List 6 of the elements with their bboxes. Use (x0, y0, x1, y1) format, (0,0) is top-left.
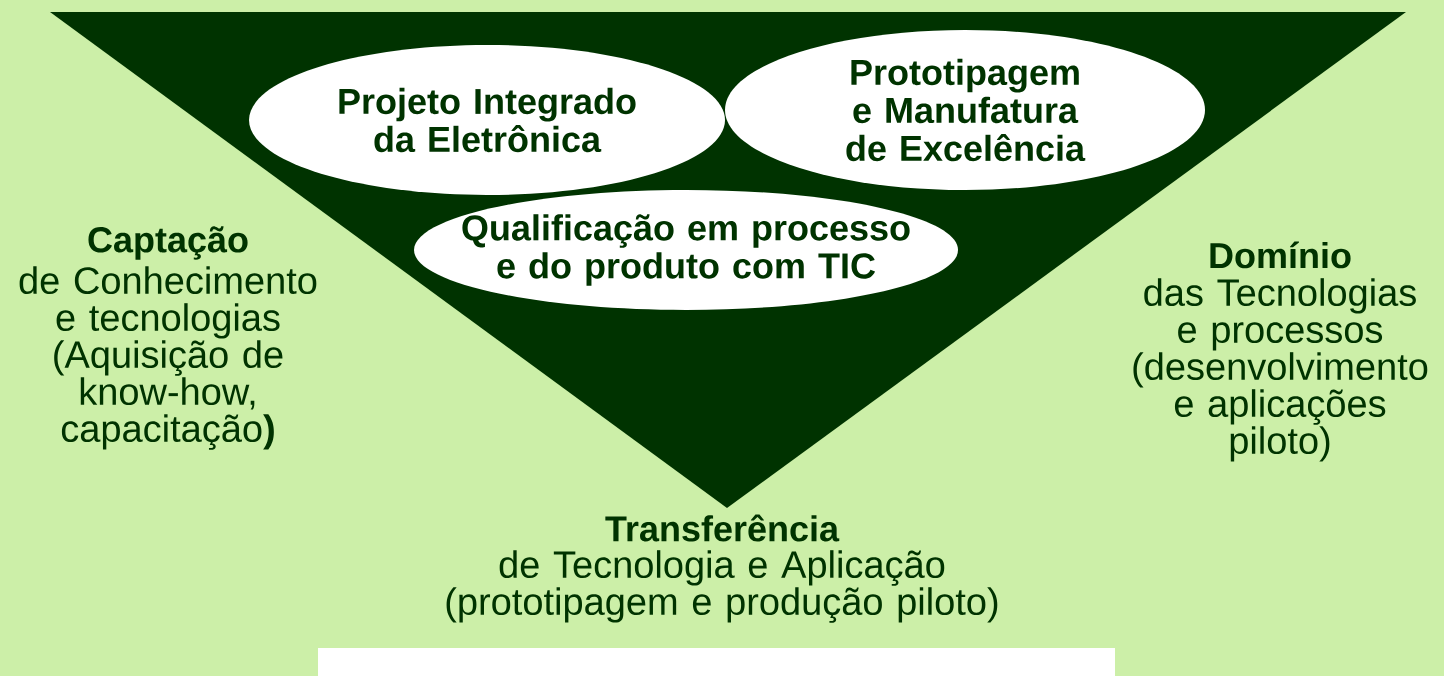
body-text: de Conhecimento e tecnologias (Aquisição de know-how, capacitação) (19, 266, 317, 450)
body-text: das Tecnologias e processos (desenvolvimento e aplicações piloto) (1133, 278, 1428, 462)
heading-text: Captação (88, 226, 248, 260)
heading-text: Domínio (1210, 241, 1351, 269)
heading-text: Transferência (605, 514, 840, 542)
body-text: de Tecnologia e Aplicação (prototipagem e produção piloto) (446, 550, 998, 623)
